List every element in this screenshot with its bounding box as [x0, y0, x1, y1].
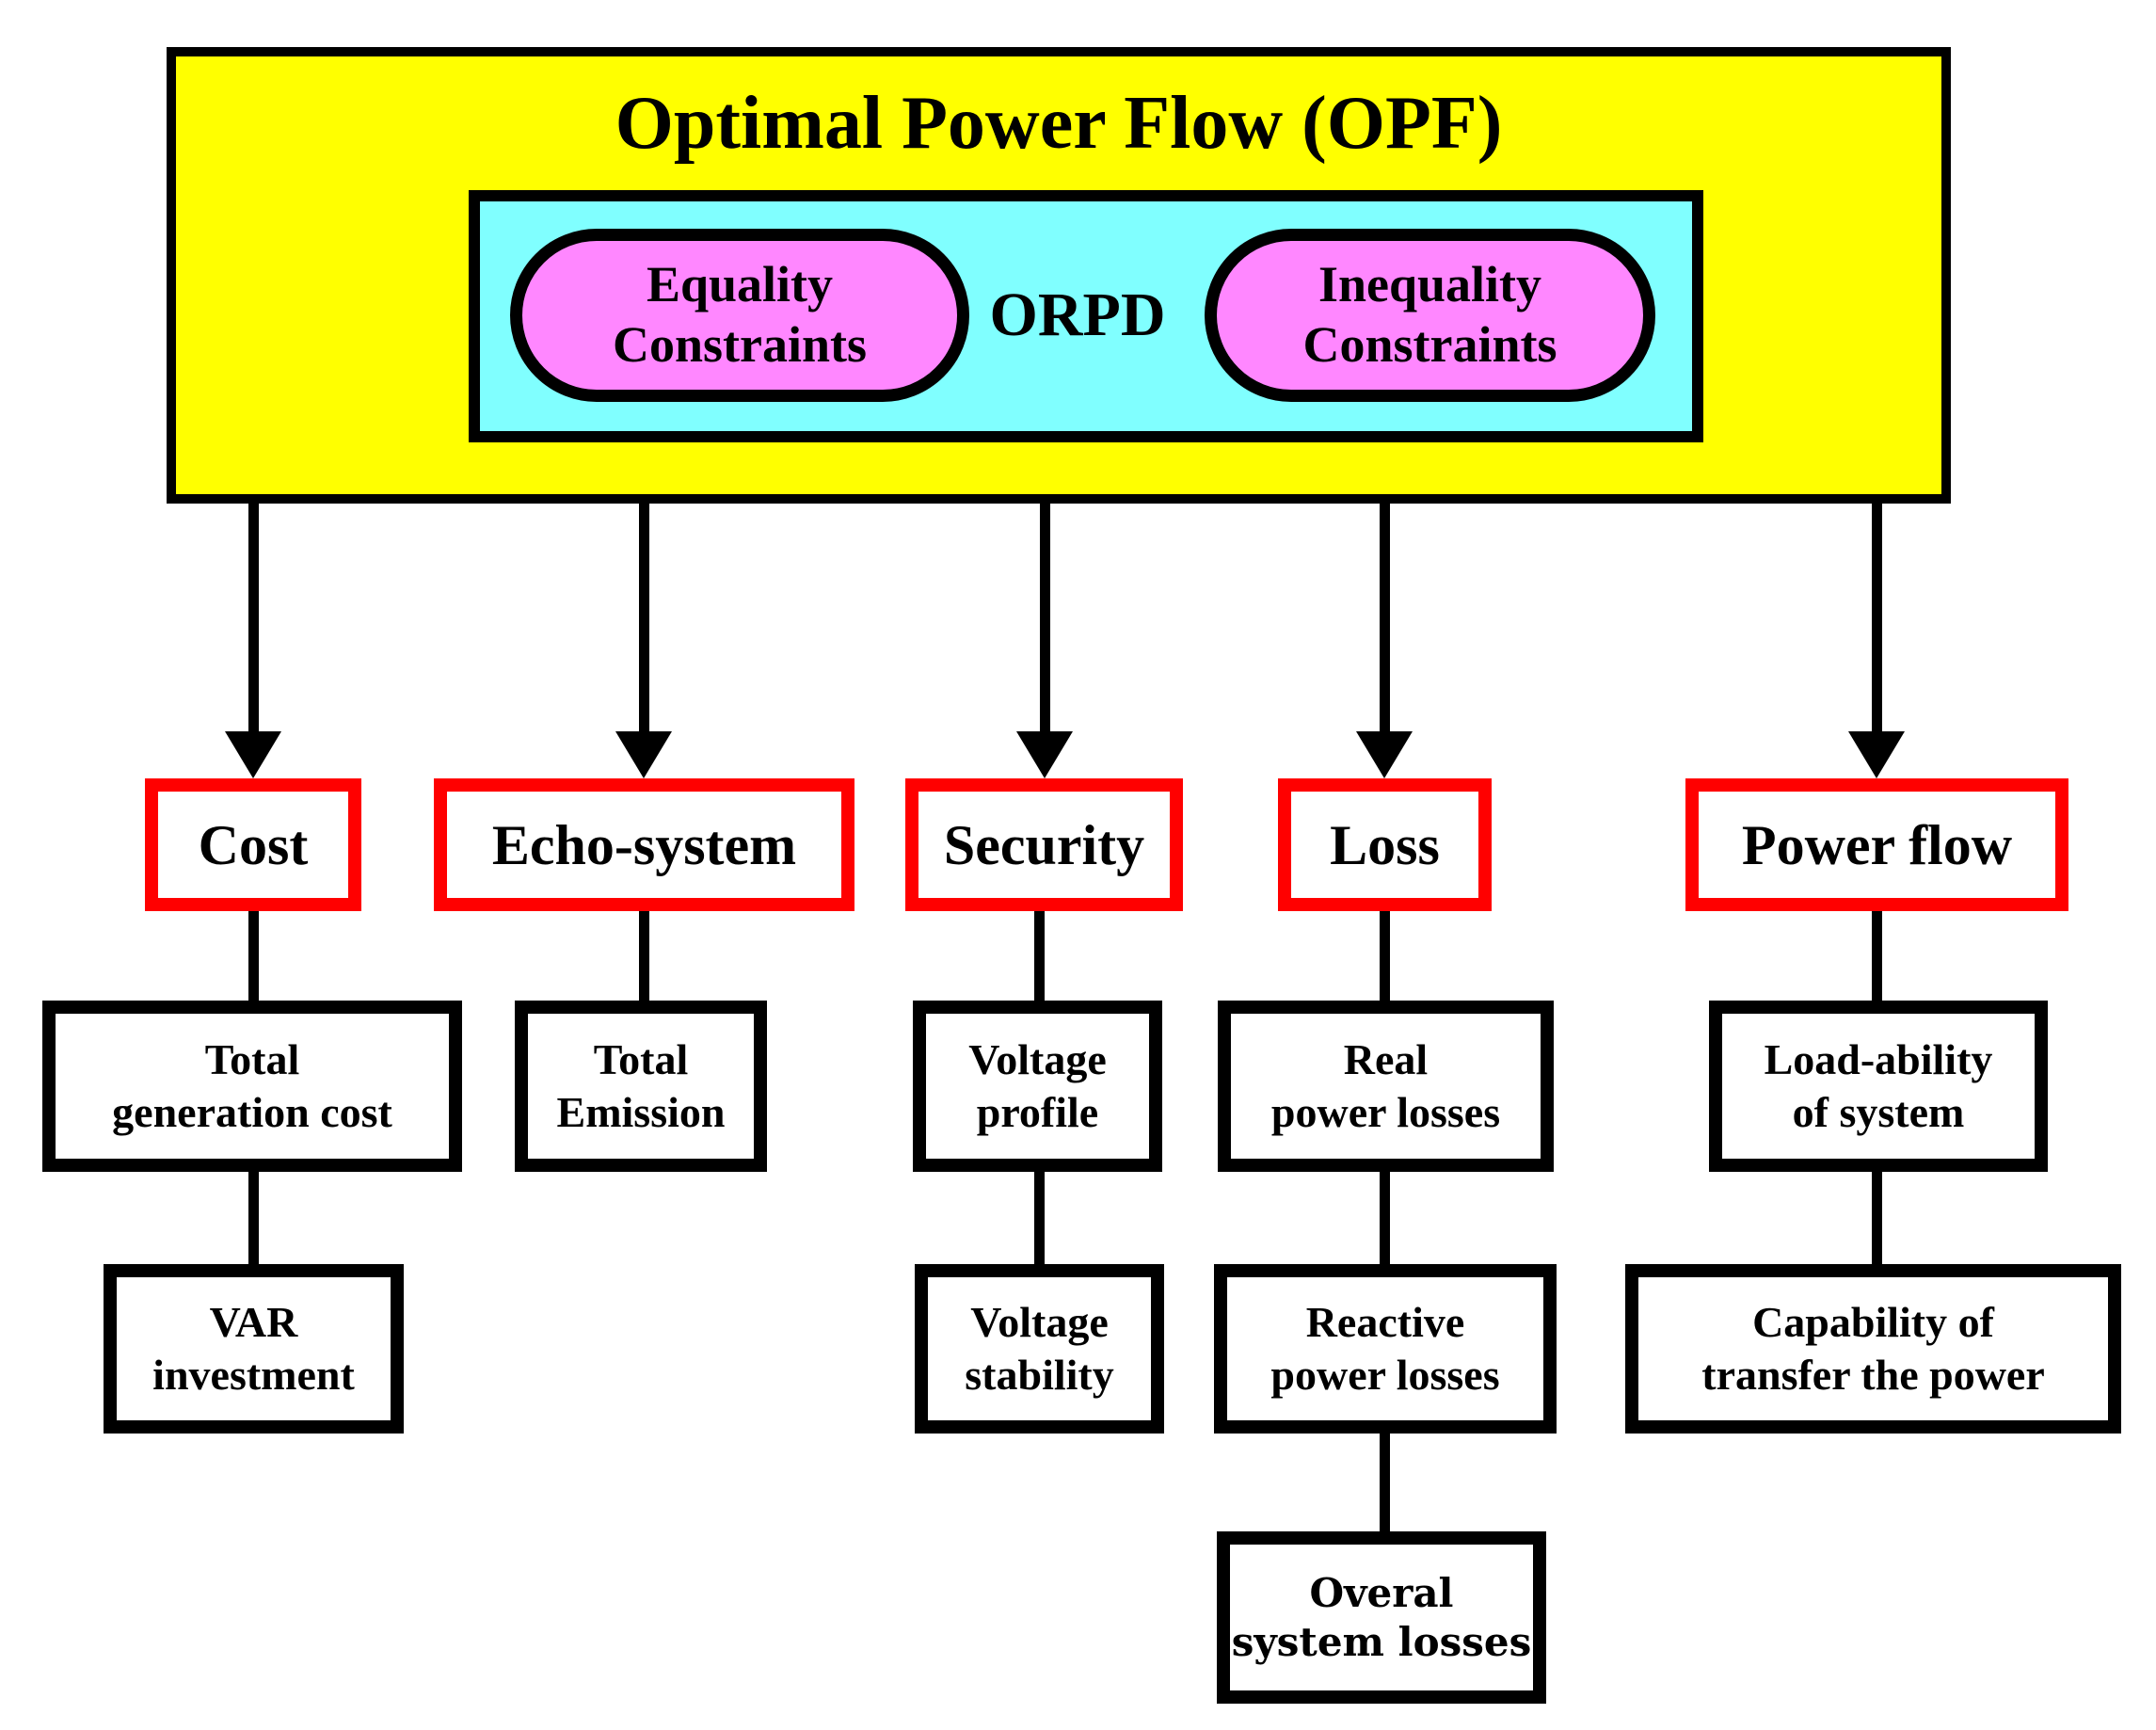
equality-constraints-capsule: Equality Constraints: [510, 229, 969, 402]
category-box-power-flow: Power flow: [1685, 778, 2068, 911]
node-voltage-stability: Voltage stability: [915, 1264, 1164, 1434]
category-box-echo-system: Echo-system: [434, 778, 854, 911]
node-total-generation-cost: Total generation cost: [42, 1001, 462, 1172]
arrow-shaft-cost: [248, 504, 259, 731]
orpd-label: ORPD: [989, 280, 1166, 349]
arrow-shaft-echo-system: [639, 504, 649, 731]
node-var-investment: VAR investment: [104, 1264, 404, 1434]
connector-security-2: [1034, 1172, 1045, 1264]
arrowhead-icon-power-flow: [1848, 731, 1905, 778]
arrow-shaft-security: [1040, 504, 1050, 731]
arrowhead-icon-loss: [1356, 731, 1413, 778]
node-reactive-power-losses: Reactive power losses: [1214, 1264, 1557, 1434]
node-total-emission: Total Emission: [515, 1001, 767, 1172]
connector-loss-2: [1380, 1172, 1390, 1264]
arrow-shaft-loss: [1380, 504, 1390, 731]
node-real-power-losses: Real power losses: [1218, 1001, 1554, 1172]
connector-echo-system-1: [639, 911, 649, 1001]
connector-security-1: [1034, 911, 1045, 1001]
connector-power-flow-2: [1872, 1172, 1882, 1264]
connector-loss-3: [1380, 1434, 1390, 1531]
inequality-constraints-capsule: Inequality Constraints: [1205, 229, 1655, 402]
node-load-ability-of-system: Load-ability of system: [1709, 1001, 2048, 1172]
node-voltage-profile: Voltage profile: [913, 1001, 1162, 1172]
arrowhead-icon-security: [1016, 731, 1073, 778]
connector-cost-2: [248, 1172, 259, 1264]
connector-power-flow-1: [1872, 911, 1882, 1001]
node-overal-system-losses: Overal system losses: [1217, 1531, 1546, 1704]
arrowhead-icon-cost: [225, 731, 281, 778]
arrowhead-icon-echo-system: [615, 731, 672, 778]
category-box-loss: Loss: [1278, 778, 1492, 911]
category-box-cost: Cost: [145, 778, 361, 911]
node-capability-of-transfer-the-power: Capability of transfer the power: [1625, 1264, 2121, 1434]
connector-cost-1: [248, 911, 259, 1001]
arrow-shaft-power-flow: [1872, 504, 1882, 731]
opf-title: Optimal Power Flow (OPF): [615, 81, 1503, 165]
connector-loss-1: [1380, 911, 1390, 1001]
category-box-security: Security: [905, 778, 1183, 911]
